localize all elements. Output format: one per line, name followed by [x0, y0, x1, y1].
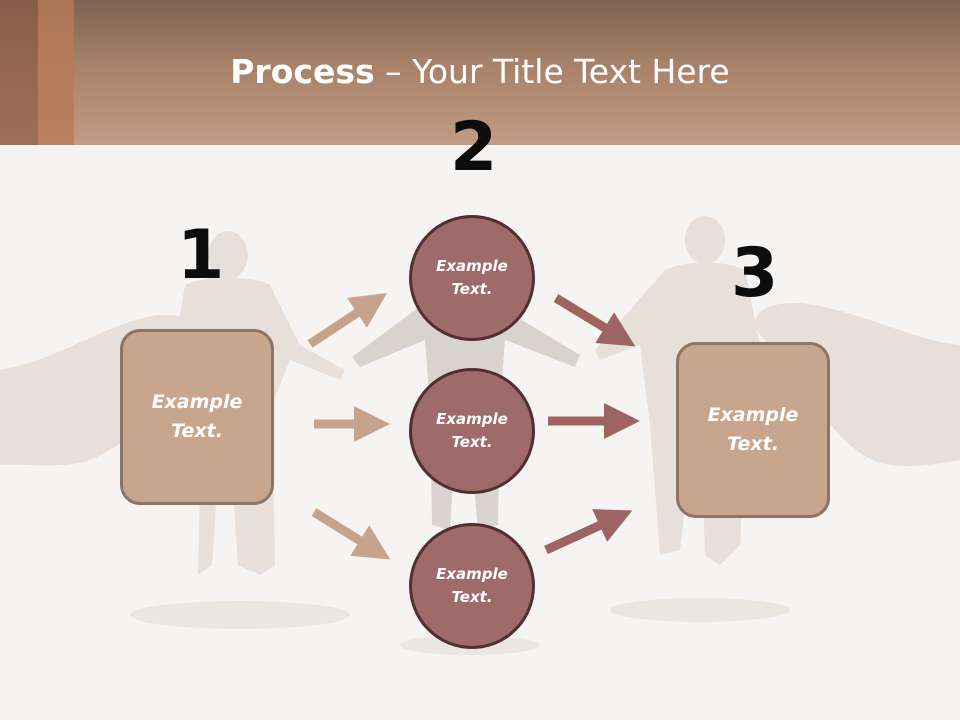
step-1-text: Example Text.	[151, 391, 243, 442]
step-number-2: 2	[450, 108, 498, 187]
step-2-circle-middle: Example Text.	[409, 368, 535, 494]
slide-title: Process – Your Title Text Here	[0, 52, 960, 91]
banner-stripe-left	[0, 0, 38, 145]
step-2-circle-bottom: Example Text.	[409, 523, 535, 649]
circle-text: Example Text.	[436, 410, 508, 451]
step-number-1: 1	[177, 216, 225, 295]
circle-text: Example Text.	[436, 257, 508, 298]
step-3-text: Example Text.	[707, 404, 799, 455]
title-banner	[0, 0, 960, 145]
step-3-box: Example Text.	[676, 342, 830, 518]
banner-stripe-accent	[38, 0, 74, 145]
arrow-1-to-top	[307, 293, 388, 348]
circle-text: Example Text.	[436, 565, 508, 606]
title-rest: – Your Title Text Here	[374, 52, 730, 91]
step-number-3: 3	[731, 234, 779, 313]
arrow-bottom-to-3	[544, 509, 633, 555]
arrow-1-to-bottom	[311, 508, 391, 560]
arrow-top-to-3	[553, 294, 636, 347]
title-bold: Process	[230, 52, 375, 91]
step-2-circle-top: Example Text.	[409, 215, 535, 341]
step-1-box: Example Text.	[120, 329, 274, 505]
